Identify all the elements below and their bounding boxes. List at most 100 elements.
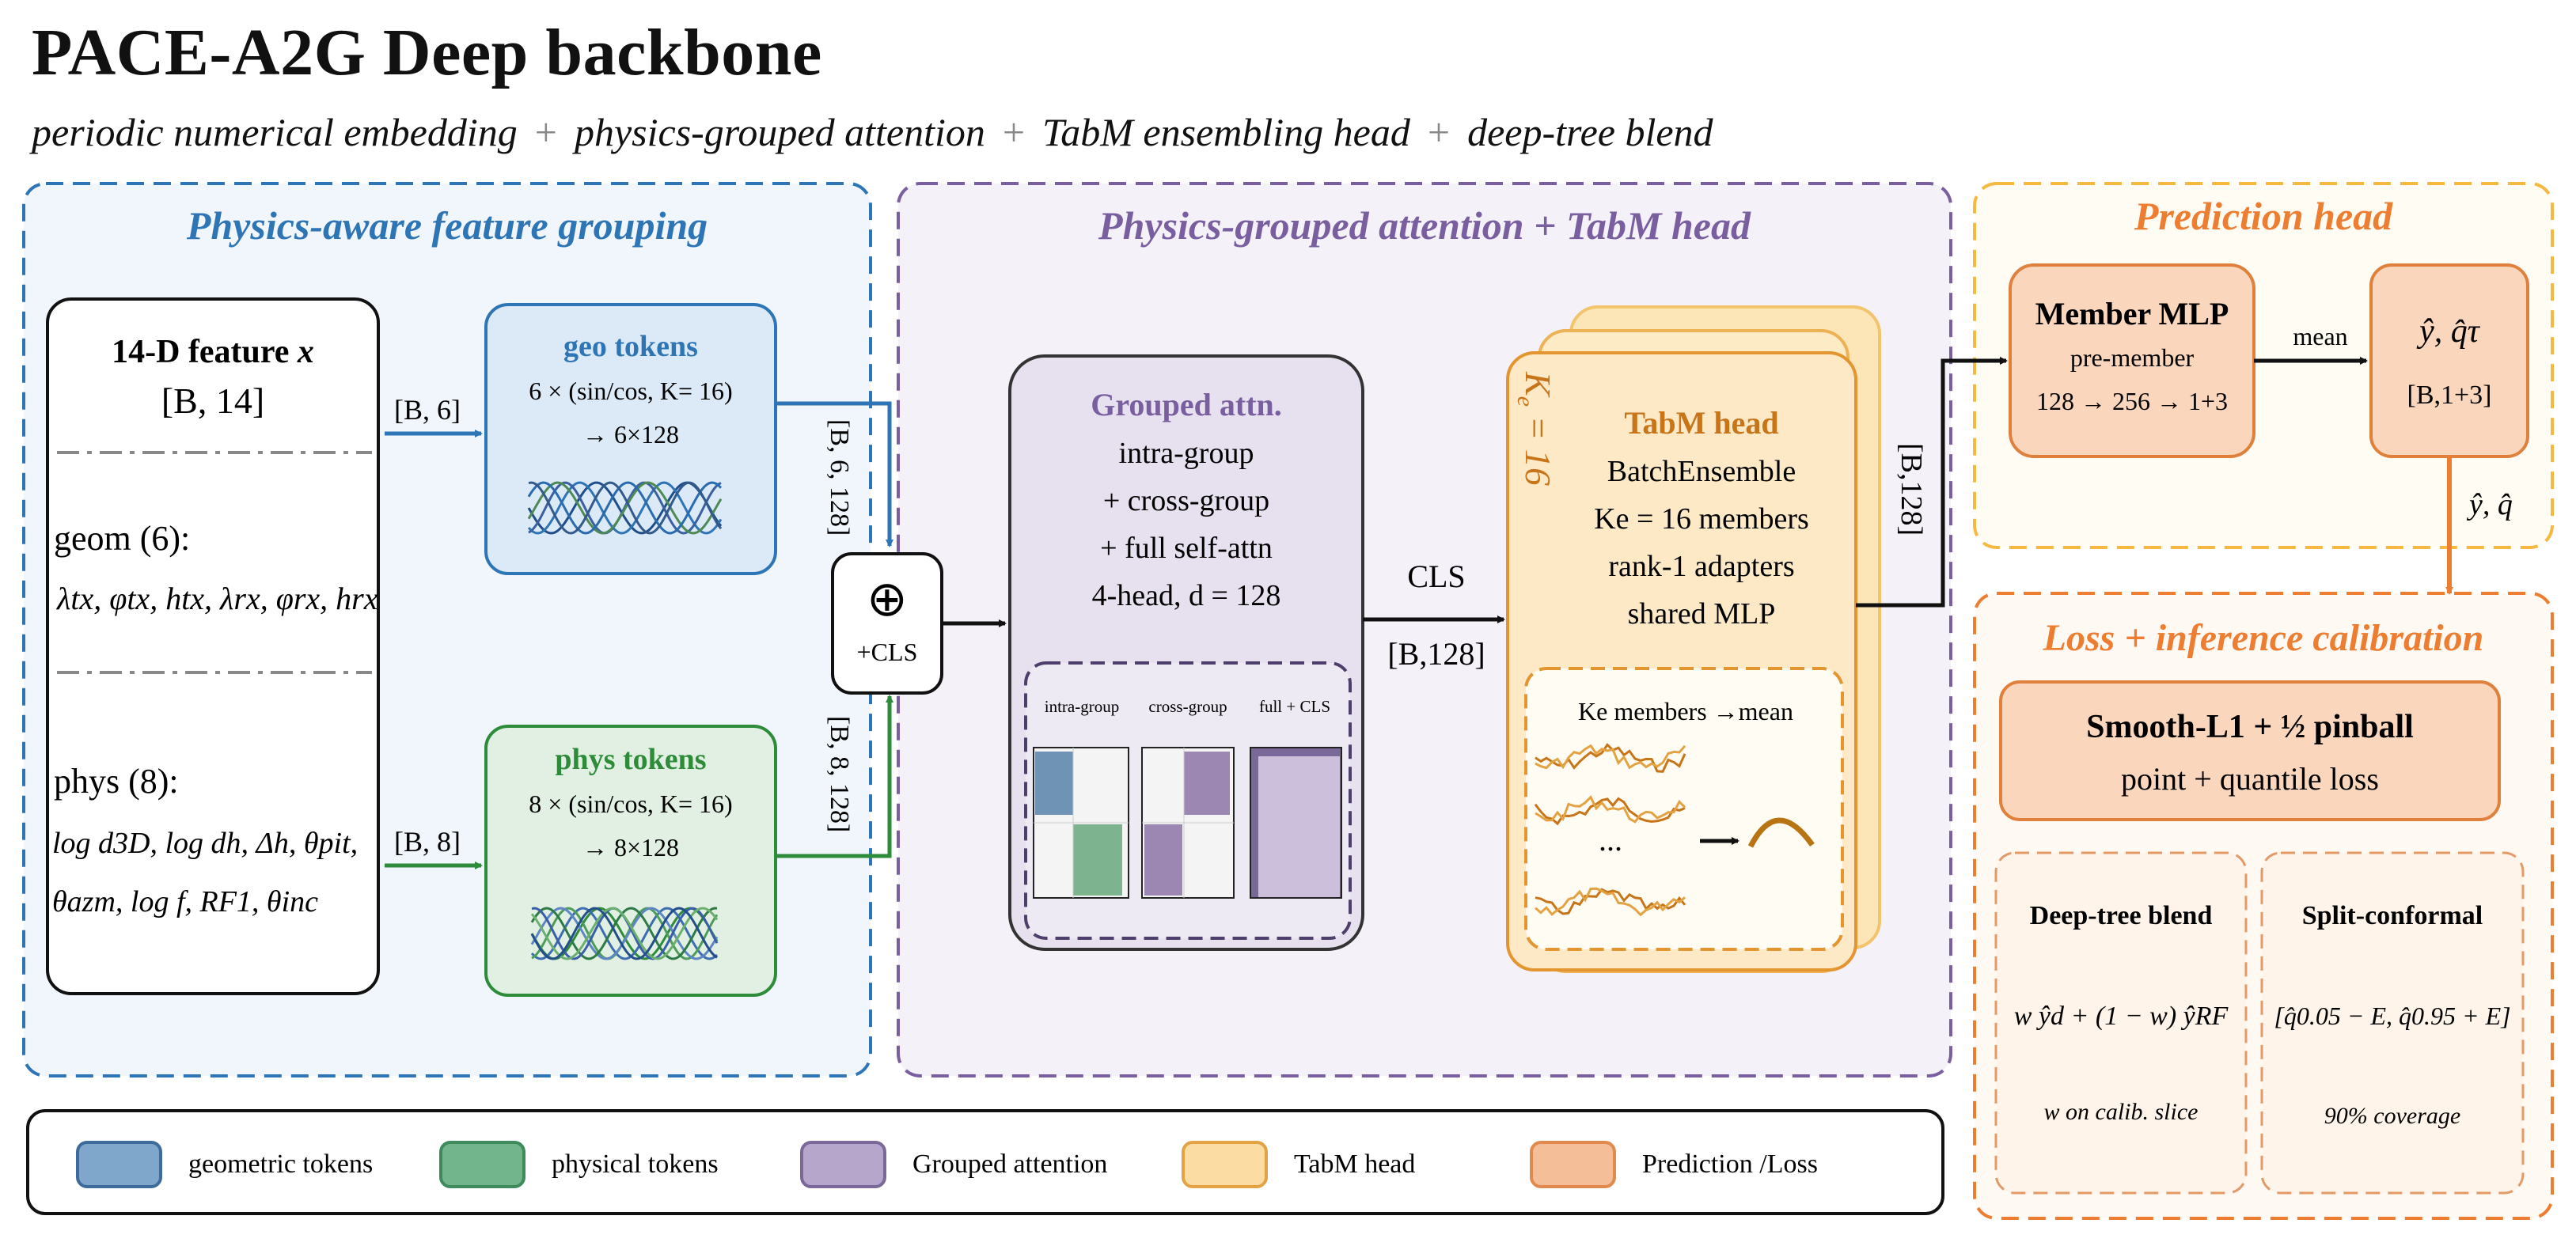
member-curve	[1534, 797, 1686, 826]
phys-vars-line1: log d3D, log dh, Δh, θpit,	[52, 827, 358, 860]
page-title: PACE-A2G Deep backbone	[32, 16, 822, 89]
subtitle-plus: +	[1002, 110, 1026, 154]
output-down-label: ŷ, q̂	[2466, 488, 2513, 521]
full-cls-map	[1250, 747, 1342, 899]
mini-label-full: full + CLS	[1259, 697, 1330, 716]
wave	[527, 481, 723, 535]
legend-swatch	[800, 1141, 886, 1188]
member-curve	[1535, 744, 1686, 770]
output-shape: [B,1+3]	[2407, 381, 2492, 410]
intra-group-map	[1033, 747, 1129, 899]
mean-arrow-label: mean	[2293, 322, 2347, 350]
output-box	[2369, 263, 2529, 458]
cls-arrow-bottom-label: [B,128]	[1387, 636, 1485, 672]
phys-vars-line2: θazm, log f, RF1, θinc	[52, 885, 318, 918]
member-mlp-line1: pre-member	[2070, 343, 2195, 372]
wave	[527, 481, 723, 535]
phys-tokens-line2: → 8×128	[582, 833, 679, 862]
output-vars: ŷ, q̂τ	[2416, 313, 2481, 350]
legend-swatch	[1530, 1141, 1616, 1188]
wave	[530, 907, 719, 960]
phys-tokens-box	[484, 725, 777, 997]
member-curve	[1535, 795, 1686, 824]
mini-label-cross: cross-group	[1148, 697, 1227, 716]
prediction-panel-title: Prediction head	[2134, 194, 2393, 238]
deep-tree-box	[1994, 851, 2248, 1195]
legend-label: Grouped attention	[912, 1149, 1107, 1179]
mean-curve	[1747, 817, 1815, 848]
phys-input-label: [B, 8]	[394, 826, 461, 858]
subtitle-part-1: periodic numerical embedding	[32, 110, 518, 154]
deep-tree-formula: w ŷd + (1 − w) ŷRF	[2014, 1002, 2229, 1031]
subtitle-plus: +	[534, 110, 557, 154]
loss-line: point + quantile loss	[2121, 761, 2379, 797]
geo-tokens-title: geo tokens	[563, 330, 698, 363]
grouped-attn-title: Grouped attn.	[1091, 387, 1282, 422]
tabm-line-3: rank-1 adapters	[1608, 550, 1794, 583]
tabm-title: TabM head	[1624, 405, 1778, 441]
legend-label: physical tokens	[552, 1149, 719, 1179]
feature-box-shape: [B, 14]	[161, 381, 264, 421]
conformal-formula: [q̂0.05 − E, q̂0.95 + E]	[2274, 1002, 2510, 1030]
tabm-line-1: BatchEnsemble	[1607, 455, 1796, 488]
geo-input-label: [B, 6]	[394, 394, 461, 426]
feature-box-title: 14-D feature x	[112, 334, 314, 370]
conformal-note: 90% coverage	[2324, 1103, 2460, 1129]
wave	[530, 907, 718, 960]
loss-panel-title: Loss + inference calibration	[2043, 617, 2484, 659]
deep-tree-title: Deep-tree blend	[2030, 901, 2213, 930]
member-curve	[1535, 743, 1686, 773]
legend: geometric tokens physical tokens Grouped a…	[76, 1141, 1818, 1188]
member-noisy-curves	[1534, 743, 1686, 917]
grouped-attn-line-4: 4-head, d = 128	[1092, 579, 1281, 612]
tabm-members-title: Ke members →mean	[1578, 697, 1793, 725]
phys-sinusoid-waves	[530, 907, 719, 960]
subtitle-part-2: physics-grouped attention	[574, 110, 985, 154]
geo-tokens-line2: → 6×128	[582, 420, 679, 449]
cls-arrow-top-label: CLS	[1407, 559, 1465, 594]
subtitle-part-3: TabM ensembling head	[1042, 110, 1410, 154]
conformal-box	[2260, 851, 2525, 1195]
geo-output-arrow	[776, 401, 893, 547]
phys-tokens-line1: 8 × (sin/cos, K= 16)	[529, 790, 732, 818]
wave	[530, 907, 719, 960]
conformal-title: Split-conformal	[2302, 901, 2483, 930]
geo-output-label: [B, 6, 128]	[825, 419, 854, 536]
geom-vars: λtx, φtx, htx, λrx, φrx, hrx	[56, 581, 378, 616]
feature-box	[46, 297, 380, 995]
loss-title: Smooth-L1 + ½ pinball	[2086, 709, 2414, 745]
wave	[528, 481, 723, 535]
grouping-panel-title: Physics-aware feature grouping	[186, 203, 708, 248]
wave	[527, 481, 723, 535]
subtitle-part-4: deep-tree blend	[1467, 110, 1713, 154]
grouped-attn-line-1: intra-group	[1119, 437, 1254, 470]
subtitle-plus: +	[1427, 110, 1451, 154]
tabm-ke-side-label: Ke = 16	[1512, 371, 1558, 486]
geo-sinusoid-waves	[527, 481, 723, 535]
phys-tokens-title: phys tokens	[555, 743, 706, 776]
tabm-output-label: [B,128]	[1895, 443, 1928, 536]
cross-group-map	[1141, 747, 1235, 899]
phys-label: phys (8):	[54, 762, 179, 801]
geo-tokens-line1: 6 × (sin/cos, K= 16)	[529, 377, 732, 405]
page-subtitle: periodic numerical embedding + physics-gro…	[32, 109, 1713, 155]
legend-swatch	[76, 1141, 162, 1188]
concat-symbol: ⊕	[867, 570, 908, 627]
member-mlp-title: Member MLP	[2035, 296, 2229, 331]
member-mlp-line2: 128 → 256 → 1+3	[2036, 387, 2228, 415]
concat-label: +CLS	[857, 638, 918, 666]
mini-label-intra: intra-group	[1045, 697, 1119, 716]
tabm-line-4: shared MLP	[1628, 597, 1776, 631]
wave	[530, 907, 718, 960]
phys-output-arrow	[776, 695, 893, 858]
loss-box	[1999, 680, 2501, 821]
grouped-attn-line-2: + cross-group	[1103, 484, 1269, 517]
attention-panel-title: Physics-grouped attention + TabM head	[1098, 203, 1751, 248]
phys-output-label: [B, 8, 128]	[825, 716, 854, 832]
tabm-line-2: Ke = 16 members	[1594, 502, 1809, 536]
member-curve	[1535, 887, 1686, 917]
legend-label: geometric tokens	[188, 1149, 373, 1179]
deep-tree-note: w on calib. slice	[2044, 1099, 2199, 1125]
geom-label: geom (6):	[54, 519, 190, 558]
